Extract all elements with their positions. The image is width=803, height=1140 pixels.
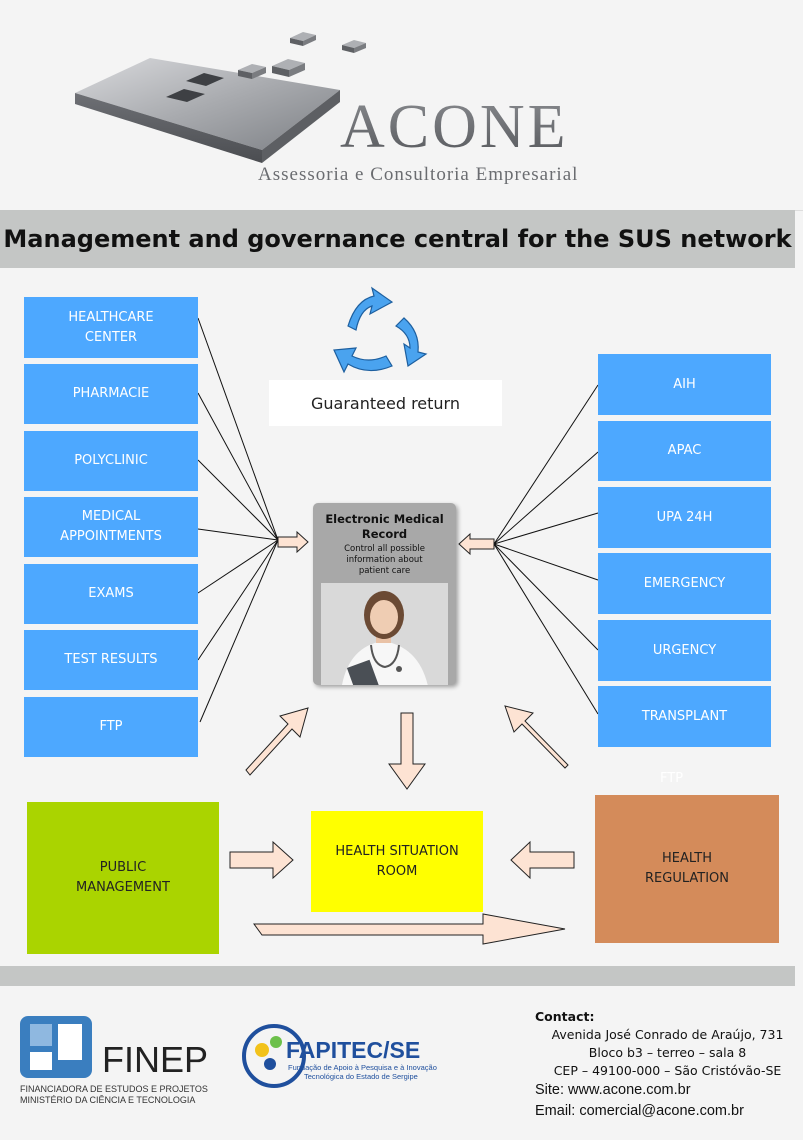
contact-title: Contact: — [535, 1009, 595, 1024]
doctor-illustration — [321, 583, 448, 685]
left-box-label: POLYCLINIC — [74, 453, 148, 468]
right-box-apac: APAC — [598, 421, 771, 481]
contact-address-1: Avenida José Conrado de Araújo, 731 — [551, 1027, 784, 1042]
arrow-down-icon — [388, 712, 426, 790]
right-box-transplant: TRANSPLANT — [598, 686, 771, 747]
right-box-label: UPA 24H — [656, 509, 713, 525]
contact-email-link[interactable]: Email: comercial@acone.com.br — [535, 1103, 744, 1119]
ftp-ghost-label: FTP — [660, 771, 684, 786]
public-management-box: PUBLIC MANAGEMENT — [27, 802, 219, 954]
arrow-left-small-icon — [458, 532, 495, 556]
health-situation-room-box: HEALTH SITUATION ROOM — [311, 811, 483, 912]
fapitec-emblem: FAPITEC/SE Fundação de Apoio à Pesquisa … — [242, 1024, 437, 1088]
right-box-label: EMERGENCY — [643, 575, 726, 591]
right-box-upa-24h: UPA 24H — [598, 487, 771, 548]
page-title: Management and governance central for th… — [3, 225, 792, 253]
footer-band — [0, 966, 795, 986]
header: ACONE Assessoria e Consultoria Empresari… — [0, 0, 803, 211]
right-box-urgency: URGENCY — [598, 620, 771, 681]
emr-subtitle: Control all possible information about p… — [344, 544, 425, 576]
left-box-label: HEALTHCARE CENTER — [68, 309, 154, 345]
health-regulation-label: HEALTH REGULATION — [645, 851, 729, 886]
right-box-label: AIH — [673, 376, 696, 392]
left-box-polyclinic: POLYCLINIC — [24, 431, 198, 491]
fapitec-line1: Fundação de Apoio à Pesquisa e à Inovaçã… — [288, 1063, 437, 1072]
acone-logo: ACONE Assessoria e Consultoria Empresari… — [75, 32, 578, 185]
recycle-icon — [333, 286, 428, 374]
finep-line2: MINISTÉRIO DA CIÊNCIA E TECNOLOGIA — [20, 1095, 195, 1105]
right-box-label: TRANSPLANT — [641, 708, 728, 724]
arrow-left-icon — [510, 840, 575, 880]
right-box-emergency: EMERGENCY — [598, 553, 771, 614]
contact-address-2: Bloco b3 – terreo – sala 8 — [588, 1045, 747, 1060]
contact-address-3: CEP – 49100-000 – São Cristóvão-SE — [553, 1063, 782, 1078]
right-box-label: URGENCY — [652, 642, 717, 658]
left-box-label: FTP — [99, 719, 123, 734]
right-box-label: APAC — [667, 443, 702, 458]
arrow-up-left-icon — [504, 705, 569, 769]
fapitec-line2: Tecnológica do Estado de Sergipe — [304, 1072, 418, 1081]
finep-emblem: FINEP FINANCIADORA DE ESTUDOS E PROJETOS… — [20, 1016, 208, 1105]
finep-line1: FINANCIADORA DE ESTUDOS E PROJETOS — [20, 1084, 208, 1094]
emr-card: Electronic Medical Record Control all po… — [313, 503, 456, 685]
logo-name: ACONE — [340, 93, 569, 161]
title-banner: Management and governance central for th… — [0, 210, 795, 268]
guaranteed-return-text: Guaranteed return — [311, 393, 460, 413]
contact-block: Contact: Avenida José Conrado de Araújo,… — [535, 1008, 800, 1122]
contact-site-link[interactable]: Site: www.acone.com.br — [535, 1082, 691, 1098]
fapitec-logo: FAPITEC/SE Fundação de Apoio à Pesquisa … — [242, 1020, 472, 1100]
right-box-aih: AIH — [598, 354, 771, 415]
left-box-exams: EXAMS — [24, 564, 198, 624]
fapitec-name: FAPITEC/SE — [286, 1037, 420, 1063]
health-situation-room-label: HEALTH SITUATION ROOM — [335, 843, 459, 879]
public-management-label: PUBLIC MANAGEMENT — [76, 860, 170, 895]
left-box-label: MEDICAL APPOINTMENTS — [60, 509, 162, 544]
left-box-label: EXAMS — [88, 586, 134, 601]
left-box-label: TEST RESULTS — [64, 652, 158, 667]
left-box-ftp: FTP — [24, 697, 198, 757]
left-box-label: PHARMACIE — [72, 386, 150, 401]
left-box-pharmacie: PHARMACIE — [24, 364, 198, 424]
arrow-right-icon — [229, 840, 294, 880]
left-box-test-results: TEST RESULTS — [24, 630, 198, 690]
finep-name: FINEP — [102, 1039, 208, 1080]
arrow-right-small-icon — [277, 530, 309, 554]
arrow-up-right-icon — [245, 707, 309, 776]
left-box-healthcare-center: HEALTHCARE CENTER — [24, 297, 198, 358]
emr-title: Electronic Medical Record — [325, 512, 444, 541]
health-regulation-box: HEALTH REGULATION — [595, 795, 779, 943]
guaranteed-return-label: Guaranteed return — [269, 380, 502, 426]
left-box-medical-appointments: MEDICAL APPOINTMENTS — [24, 497, 198, 557]
logo-tagline: Assessoria e Consultoria Empresarial — [258, 164, 578, 185]
long-arrow-right-icon — [253, 913, 566, 945]
finep-logo: FINEP FINANCIADORA DE ESTUDOS E PROJETOS… — [18, 1010, 233, 1110]
